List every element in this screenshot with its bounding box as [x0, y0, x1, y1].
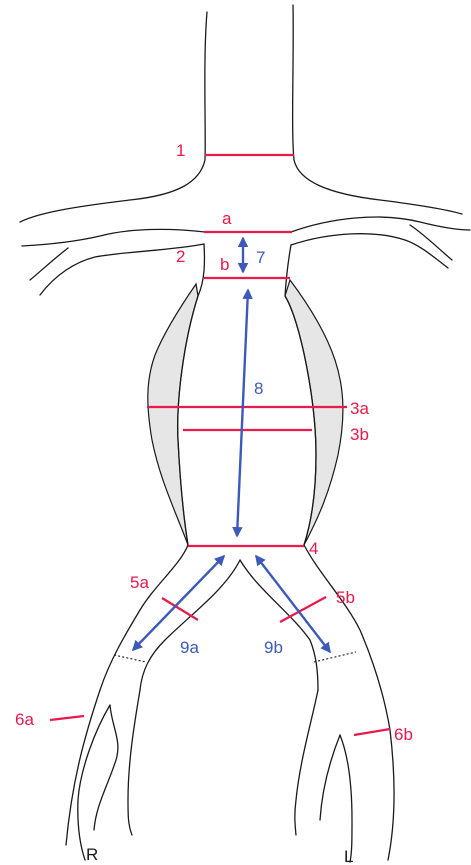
label-9a: 9a — [180, 638, 199, 657]
left-common-iliac-inner — [240, 560, 318, 690]
label-2: 2 — [176, 247, 185, 266]
aneurysm-sac — [148, 244, 343, 545]
upper-aorta-outline — [20, 5, 470, 295]
diameter-line-6b — [354, 729, 390, 735]
label-8: 8 — [254, 379, 263, 398]
label-4: 4 — [309, 539, 318, 558]
length-arrow-9a — [133, 556, 224, 650]
label-a: a — [222, 209, 232, 228]
label-b: b — [220, 255, 229, 274]
right-internal-iliac — [128, 690, 140, 835]
label-side-left: L — [344, 847, 353, 865]
label-1: 1 — [176, 141, 185, 160]
length-arrow-8 — [237, 290, 248, 536]
left-external-iliac-branch — [320, 735, 340, 820]
label-7: 7 — [256, 248, 265, 267]
right-common-iliac-outer — [66, 545, 188, 845]
aorta-left-wall-top — [20, 12, 207, 222]
diameter-line-6a — [50, 716, 84, 720]
right-branch-upper — [291, 217, 470, 232]
label-side-right: R — [86, 845, 98, 864]
aorta-lumen-left-wall — [178, 244, 205, 545]
label-5b: 5b — [336, 588, 355, 607]
left-branch-upper — [22, 229, 205, 246]
left-internal-iliac — [295, 690, 318, 835]
label-6a: 6a — [15, 710, 34, 729]
right-common-iliac-inner — [140, 560, 240, 690]
label-9b: 9b — [264, 638, 283, 657]
label-3a: 3a — [350, 399, 369, 418]
labels: 1 a 2 b 3a 3b 4 5a 5b 6a 6b 7 8 9a 9b R … — [15, 141, 413, 865]
right-branch-lower — [291, 234, 448, 268]
right-external-iliac-inner — [94, 705, 118, 830]
left-iliac-bifurcation-dotted — [314, 652, 356, 662]
label-6b: 6b — [394, 725, 413, 744]
aorta-right-wall-top — [293, 5, 462, 214]
right-external-iliac — [78, 705, 110, 860]
label-5a: 5a — [130, 573, 149, 592]
left-external-iliac-inner — [340, 735, 352, 862]
left-branch-twig — [30, 248, 68, 280]
label-3b: 3b — [350, 425, 369, 444]
right-iliac-bifurcation-dotted — [114, 655, 146, 662]
